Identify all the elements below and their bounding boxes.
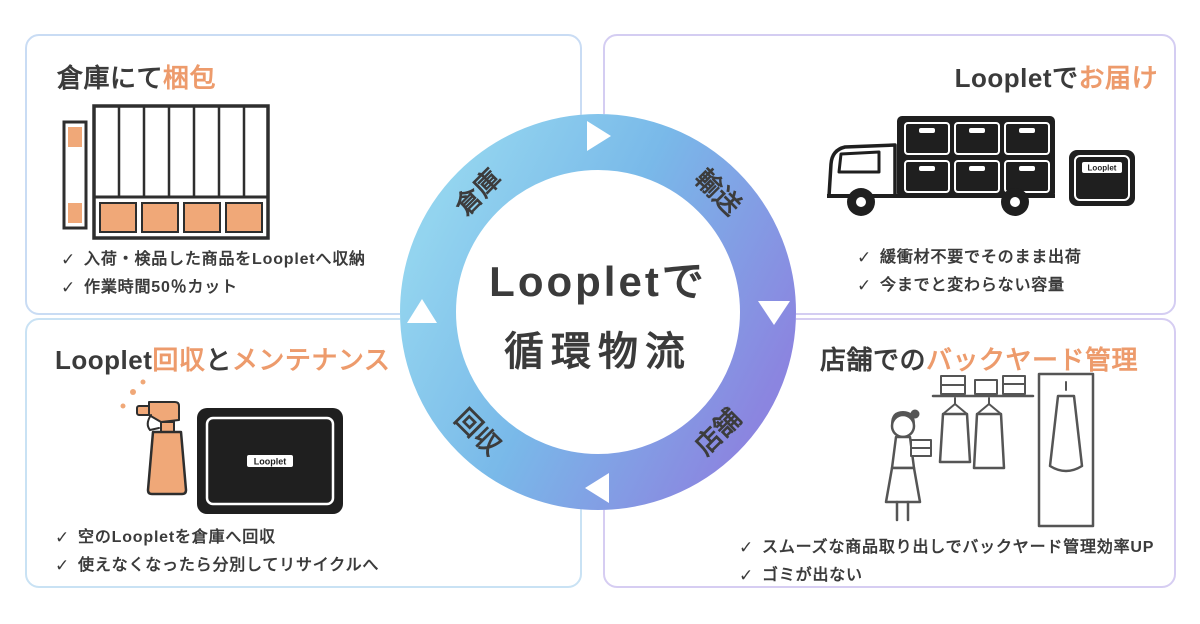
bullet-item: ✓ 空のLoopletを倉庫へ回収 xyxy=(55,528,379,548)
cycle-ring: 倉庫 輸送 店舗 回収 Loopletで 循環物流 xyxy=(400,114,796,510)
arrow-right-icon xyxy=(758,301,790,325)
title-part-accent: バックヤード管理 xyxy=(925,345,1138,375)
bullet-item: ✓ 今までと変わらない容量 xyxy=(857,276,1082,296)
bullet-item: ✓ 入荷・検品した商品をLoopletへ収納 xyxy=(61,250,366,270)
bullet-list-collection: ✓ 空のLoopletを倉庫へ回収 ✓ 使えなくなったら分別してリサイクルへ xyxy=(55,528,379,576)
bullet-item: ✓ 使えなくなったら分別してリサイクルへ xyxy=(55,556,379,576)
diagram-title-line2: 循環物流 xyxy=(504,329,692,374)
bullet-item: ✓ ゴミが出ない xyxy=(739,566,1154,586)
bullet-text: 入荷・検品した商品をLoopletへ収納 xyxy=(84,251,366,268)
diagram-title: Loopletで 循環物流 xyxy=(400,114,796,510)
check-icon: ✓ xyxy=(857,248,873,267)
looplet-box-label: Looplet xyxy=(1088,164,1117,173)
bullet-item: ✓ スムーズな商品取り出しでバックヤード管理効率UP xyxy=(739,538,1154,558)
title-part-accent: 回収 xyxy=(152,345,206,375)
check-icon: ✓ xyxy=(857,276,873,295)
bullet-text: ゴミが出ない xyxy=(762,567,863,584)
delivery-truck-illustration: Looplet xyxy=(819,92,1141,243)
check-icon: ✓ xyxy=(739,566,755,585)
title-part: Loopletで xyxy=(954,63,1079,93)
bullet-list-backyard: ✓ スムーズな商品取り出しでバックヤード管理効率UP ✓ ゴミが出ない xyxy=(739,538,1154,586)
store-backyard-illustration xyxy=(877,370,1099,531)
title-part: と xyxy=(205,345,232,375)
check-icon: ✓ xyxy=(739,538,755,557)
check-icon: ✓ xyxy=(55,528,71,547)
bullet-text: 空のLoopletを倉庫へ回収 xyxy=(78,529,276,546)
card-title-backyard-management: 店舗でのバックヤード管理 xyxy=(820,340,1138,377)
arrow-left-icon xyxy=(407,299,437,323)
card-title-warehouse-packing: 倉庫にて梱包 xyxy=(57,58,216,95)
bullet-list-warehouse: ✓ 入荷・検品した商品をLoopletへ収納 ✓ 作業時間50％カット xyxy=(61,250,366,298)
check-icon: ✓ xyxy=(55,556,71,575)
warehouse-shelf-illustration xyxy=(61,100,273,246)
arrow-bottom-icon xyxy=(585,473,609,503)
bullet-list-delivery: ✓ 緩衝材不要でそのまま出荷 ✓ 今までと変わらない容量 xyxy=(857,248,1082,296)
bullet-item: ✓ 作業時間50％カット xyxy=(61,278,366,298)
bullet-text: 緩衝材不要でそのまま出荷 xyxy=(880,249,1082,266)
diagram-title-line1: Loopletで xyxy=(489,257,707,305)
title-part-accent: メンテナンス xyxy=(231,345,391,375)
looplet-box-label: Looplet xyxy=(254,457,287,467)
bullet-text: 使えなくなったら分別してリサイクルへ xyxy=(78,557,380,574)
check-icon: ✓ xyxy=(61,278,77,297)
bullet-text: スムーズな商品取り出しでバックヤード管理効率UP xyxy=(762,539,1155,556)
check-icon: ✓ xyxy=(61,250,77,269)
spray-and-box-illustration: Looplet xyxy=(119,372,351,523)
title-part: Looplet xyxy=(55,345,153,375)
title-part-accent: 梱包 xyxy=(163,63,217,93)
card-title-collection-maintenance: Looplet回収とメンテナンス xyxy=(55,340,390,377)
title-part: 倉庫にて xyxy=(57,63,164,93)
bullet-text: 今までと変わらない容量 xyxy=(880,277,1065,294)
bullet-item: ✓ 緩衝材不要でそのまま出荷 xyxy=(857,248,1082,268)
title-part: 店舗での xyxy=(819,345,926,375)
title-part-accent: お届け xyxy=(1078,63,1158,93)
bullet-text: 作業時間50％カット xyxy=(84,279,238,296)
arrow-top-icon xyxy=(587,121,611,151)
card-title-looplet-delivery: Loopletでお届け xyxy=(955,58,1158,95)
